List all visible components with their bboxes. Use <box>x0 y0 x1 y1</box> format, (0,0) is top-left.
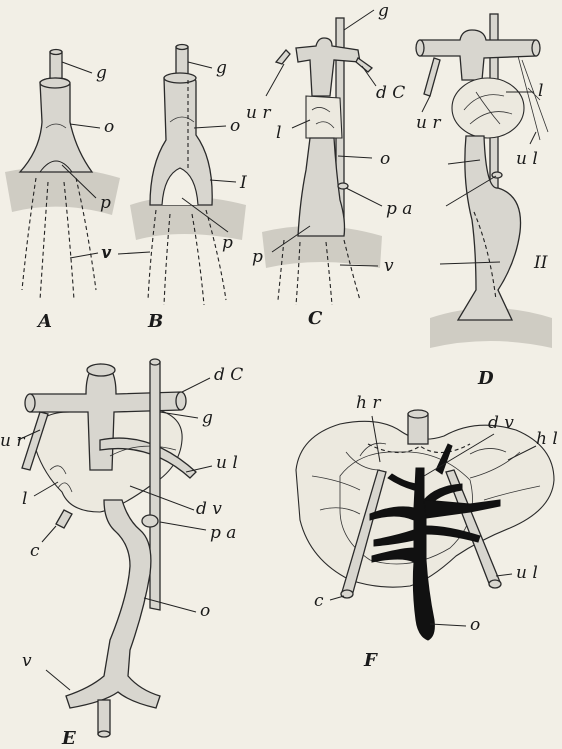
label-o-b: o <box>230 116 240 136</box>
label-g-a: g <box>96 63 107 83</box>
liver-l-d <box>452 78 524 138</box>
label-ur-e: u r <box>0 431 25 451</box>
label-ul-f: u l <box>516 563 538 583</box>
label-g-b: g <box>216 58 227 78</box>
label-l-d: l <box>538 81 543 101</box>
panel-letter-e: E <box>61 728 76 749</box>
label-c-e: c <box>30 541 40 561</box>
label-pa-c: p a <box>386 199 412 219</box>
label-ul-d: u l <box>516 149 538 169</box>
label-II-d: II <box>533 253 548 273</box>
duct-g-e <box>150 362 160 610</box>
panel-letter-a: A <box>36 311 52 332</box>
label-dC-e: d C <box>214 365 243 385</box>
liver-l-c <box>306 96 342 138</box>
label-l-c: l <box>276 123 281 143</box>
label-ur-c: u r <box>246 103 271 123</box>
label-l-e: l <box>22 489 27 509</box>
label-hr-f: h r <box>356 393 381 413</box>
label-v-c: v <box>384 256 394 276</box>
label-o-e: o <box>200 601 210 621</box>
label-ul-e: u l <box>216 453 238 473</box>
label-dv-f: d v <box>488 413 514 433</box>
label-ur-d: u r <box>416 113 441 133</box>
label-dC-c: d C <box>376 83 405 103</box>
label-pa-e: p a <box>210 523 236 543</box>
label-p-b: p <box>222 233 233 253</box>
label-I-b: I <box>239 173 247 193</box>
panel-letter-c: C <box>308 308 323 329</box>
label-v-e: v <box>22 651 32 671</box>
label-dv-e: d v <box>196 499 222 519</box>
label-o-a: o <box>104 117 114 137</box>
label-g-e: g <box>202 408 213 428</box>
label-hl-f: h l <box>536 429 558 449</box>
label-g-c: g <box>378 1 389 21</box>
label-c-f: c <box>314 591 324 611</box>
label-p-a: p <box>100 193 111 213</box>
panel-letter-b: B <box>147 311 163 332</box>
panel-letter-d: D <box>477 368 494 389</box>
label-o-f: o <box>470 615 480 635</box>
panel-letter-f: F <box>363 650 378 671</box>
label-o-c: o <box>380 149 390 169</box>
label-v-b: v <box>101 243 111 263</box>
label-p-c: p <box>252 247 263 267</box>
